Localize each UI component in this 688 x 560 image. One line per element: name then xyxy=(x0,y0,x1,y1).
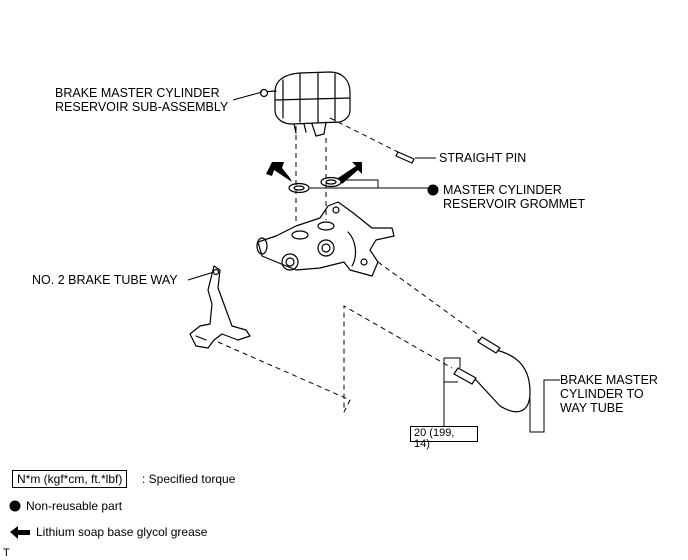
legend-grease-icon xyxy=(10,526,30,539)
tube-way-bracket-part xyxy=(189,265,251,349)
master-cylinder-part xyxy=(256,201,395,277)
reservoir-part xyxy=(259,71,351,137)
straight-pin-part xyxy=(395,151,415,164)
tube-way-label: NO. 2 BRAKE TUBE WAY xyxy=(32,273,178,287)
corner-mark: T xyxy=(3,547,10,559)
legend-non-reusable-text: Non-reusable part xyxy=(26,499,123,513)
reservoir-label: BRAKE MASTER CYLINDER RESERVOIR SUB-ASSE… xyxy=(55,86,229,114)
grease-arrow-left xyxy=(266,162,292,182)
cylinder-to-way-tube-label: BRAKE MASTER CYLINDER TO WAY TUBE xyxy=(560,373,658,415)
torque-value-box: 20 (199, 14) xyxy=(410,426,478,450)
grease-arrow-right xyxy=(338,162,362,184)
legend-torque-desc: : Specified torque xyxy=(142,472,236,486)
legend-non-reusable-icon xyxy=(9,500,21,512)
brake-tube-part xyxy=(453,336,531,413)
straight-pin-label: STRAIGHT PIN xyxy=(439,151,527,165)
legend-grease-text: Lithium soap base glycol grease xyxy=(36,525,208,539)
legend-torque-unit: N*m (kgf*cm, ft.*lbf) xyxy=(12,470,128,488)
non-reusable-marker xyxy=(427,184,439,196)
grommet-label: MASTER CYLINDER RESERVOIR GROMMET xyxy=(443,183,586,211)
grommet-part-left xyxy=(288,182,310,194)
grommet-part-right xyxy=(320,176,342,188)
